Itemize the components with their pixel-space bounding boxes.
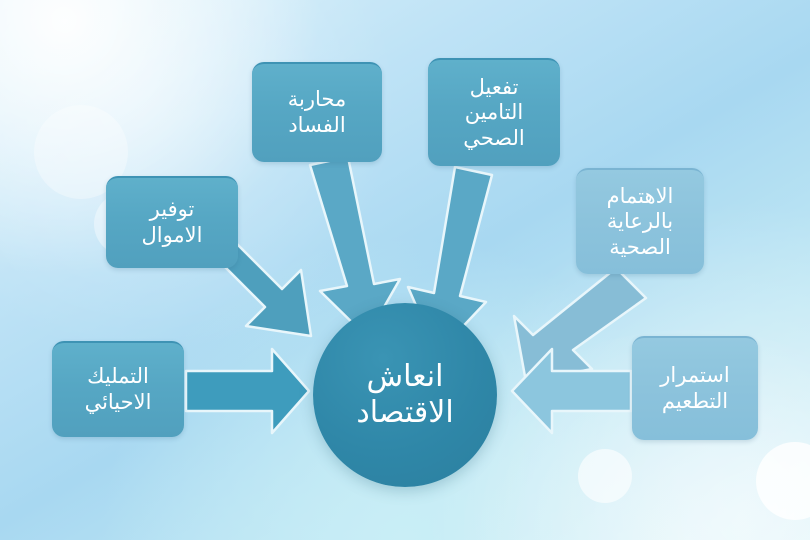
node-health-care-attention[interactable]: الاهتمام بالرعاية الصحية <box>576 168 704 274</box>
node-revival-ownership[interactable]: التمليك الاحيائي <box>52 341 184 437</box>
node-continue-vaccination[interactable]: استمرار التطعيم <box>632 336 758 440</box>
arrow-revival-ownership <box>184 347 311 435</box>
node-activate-health-insurance[interactable]: تفعيل التامين الصحي <box>428 58 560 166</box>
bubble-5 <box>534 361 578 405</box>
node-save-funds[interactable]: توفير الاموال <box>106 176 238 268</box>
bubble-3 <box>578 449 632 503</box>
center-node[interactable]: انعاش الاقتصاد <box>313 303 497 487</box>
arrow-continue-vaccination <box>510 347 633 435</box>
bubble-4 <box>756 442 810 520</box>
arrow-health-care-attention <box>512 266 648 384</box>
node-fight-corruption[interactable]: محاربة الفساد <box>252 62 382 162</box>
